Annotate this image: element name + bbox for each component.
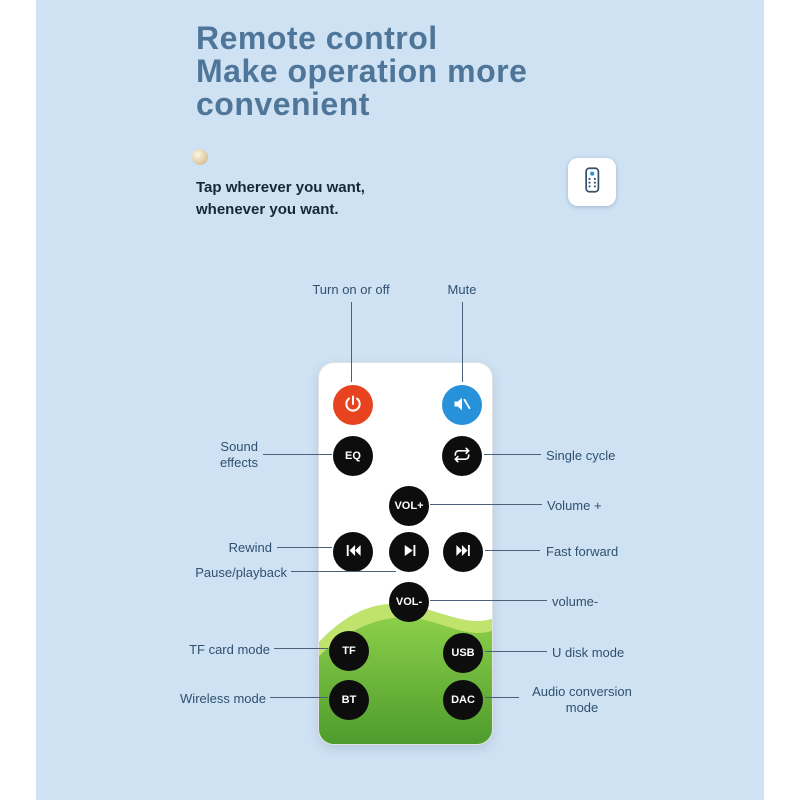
- annotation-u-disk: U disk mode: [552, 645, 625, 660]
- connector-line: [274, 648, 328, 649]
- tagline-line: Tap wherever you want,: [196, 179, 365, 196]
- volume-down-button: VOL-: [389, 582, 429, 622]
- connector-line: [485, 697, 519, 698]
- connector-line: [430, 504, 542, 505]
- connector-line: [484, 454, 541, 455]
- connector-line: [462, 302, 463, 382]
- annotation-pause-playback: Pause/playback: [195, 565, 287, 580]
- connector-line: [485, 651, 547, 652]
- title-line: convenient: [196, 86, 370, 122]
- remote-icon-badge: [568, 158, 616, 206]
- eq-button: EQ: [333, 436, 373, 476]
- annotation-mute: Mute: [447, 282, 477, 297]
- title-line: Make operation more: [196, 53, 528, 89]
- mute-button: [442, 385, 482, 425]
- tagline-line: whenever you want.: [196, 201, 339, 218]
- repeat-loop-icon: [452, 445, 472, 468]
- connector-line: [291, 571, 396, 572]
- tf-button-label: TF: [342, 645, 356, 657]
- connector-line: [277, 547, 332, 548]
- tf-button: TF: [329, 631, 369, 671]
- power-icon: [343, 394, 363, 417]
- annotation-tf-card: TF card mode: [189, 642, 270, 657]
- volume-down-button-label: VOL-: [395, 596, 423, 608]
- rewind-button: [333, 532, 373, 572]
- usb-button-label: USB: [451, 647, 475, 659]
- annotation-audio-conversion: Audio conversion mode: [532, 684, 632, 715]
- annotation-fast-forward: Fast forward: [546, 544, 619, 559]
- skip-forward-icon: [454, 541, 473, 563]
- connector-line: [430, 600, 547, 601]
- connector-line: [351, 302, 352, 382]
- annotation-volume-plus: Volume +: [547, 498, 602, 513]
- bt-button-label: BT: [341, 694, 357, 706]
- power-button: [333, 385, 373, 425]
- fast-forward-button: [443, 532, 483, 572]
- connector-line: [270, 697, 328, 698]
- bt-button: BT: [329, 680, 369, 720]
- annotation-power: Turn on or off: [312, 282, 390, 297]
- skip-back-icon: [344, 541, 363, 563]
- usb-button: USB: [443, 633, 483, 673]
- connector-line: [263, 454, 332, 455]
- volume-up-button-label: VOL+: [394, 500, 424, 512]
- remote-icon: [576, 164, 608, 201]
- connector-line: [485, 550, 540, 551]
- single-cycle-button: [442, 436, 482, 476]
- dac-button-label: DAC: [451, 694, 475, 706]
- title-line: Remote control: [196, 20, 438, 56]
- volume-up-button: VOL+: [389, 486, 429, 526]
- annotation-sound-effects: Sound effects: [219, 439, 258, 470]
- annotation-wireless: Wireless mode: [180, 691, 266, 706]
- remote-illustration: EQ VOL+: [318, 362, 493, 745]
- tagline: Tap wherever you want, whenever you want…: [196, 177, 365, 221]
- play-pause-icon: [400, 541, 419, 563]
- mute-speaker-icon: [452, 394, 472, 417]
- annotation-single-cycle: Single cycle: [546, 448, 616, 463]
- eq-button-label: EQ: [345, 450, 361, 462]
- annotation-rewind: Rewind: [228, 540, 272, 555]
- decorative-dot: [192, 149, 208, 165]
- dac-button: DAC: [443, 680, 483, 720]
- annotation-volume-minus: volume-: [552, 594, 599, 609]
- page-title: Remote control Make operation more conve…: [196, 22, 527, 121]
- pause-playback-button: [389, 532, 429, 572]
